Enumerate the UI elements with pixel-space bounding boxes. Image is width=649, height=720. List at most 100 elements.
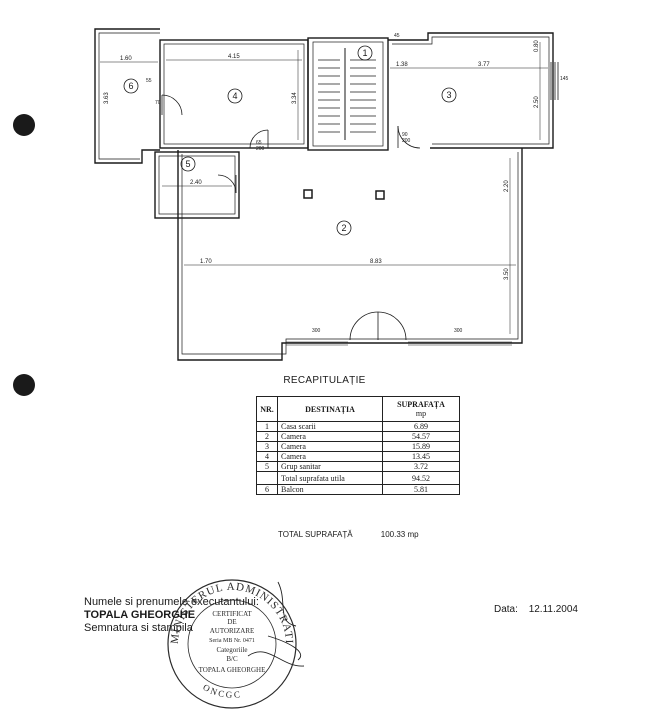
- executant-name: TOPALA GHEORGHE: [84, 609, 196, 621]
- dim-room2-width: 8.83: [370, 259, 382, 265]
- column-left: [303, 189, 313, 199]
- table-row: 3 Camera 15.89: [256, 441, 460, 452]
- dim-door-45: 45: [394, 33, 400, 39]
- dim-room4-height: 3.34: [292, 92, 298, 104]
- room-3-outline: [388, 32, 554, 149]
- header-suprafata: SUPRAFAȚA mp: [382, 396, 460, 422]
- room-2-outline: [177, 148, 523, 361]
- room-number-4: 4: [232, 91, 237, 101]
- stamp-line-7: TOPALA GHEORGHE: [199, 666, 266, 674]
- date-value: 12.11.2004: [528, 604, 578, 615]
- signature-label: Semnatura si stampila: [84, 622, 193, 634]
- cell-suprafata: 3.72: [382, 461, 460, 472]
- dim-room3-left: 1.38: [396, 62, 408, 68]
- cell-suprafata: 15.89: [382, 441, 460, 452]
- dim-door-65: 65: [256, 140, 262, 146]
- stamp-line-5: Categoriile: [216, 646, 247, 654]
- signature-scribble: [247, 581, 305, 667]
- table-row: 4 Camera 13.45: [256, 451, 460, 462]
- balcony-outline: [94, 28, 160, 164]
- room-number-2: 2: [341, 223, 346, 233]
- cell-suprafata: 54.57: [382, 431, 460, 442]
- cell-destinatia: Casa scarii: [277, 421, 383, 432]
- dim-room5-width: 2.40: [190, 180, 202, 186]
- stamp-line-2: DE: [227, 618, 236, 626]
- dim-room2-height: 3.50: [504, 268, 510, 280]
- room-5-outline: [154, 151, 240, 219]
- dimension-lines: [100, 42, 548, 334]
- header-destinatia: DESTINAȚIA: [277, 396, 383, 422]
- recap-title: RECAPITULAȚIE: [283, 375, 366, 386]
- cell-suprafata: 5.81: [382, 484, 460, 495]
- stamp-line-1: CERTIFICAT: [212, 610, 252, 618]
- dim-window-145: 145: [560, 76, 569, 82]
- executant-block: Numele si prenumele executantului: TOPAL…: [84, 596, 259, 635]
- svg-text:ONCGC: ONCGC: [201, 682, 242, 700]
- punch-hole-top: [13, 114, 35, 136]
- punch-hole-bottom: [13, 374, 35, 396]
- dim-window-300a: 300: [312, 328, 321, 334]
- dim-door-90: 90: [402, 132, 408, 138]
- balcony-row: 6 Balcon 5.81: [256, 484, 460, 495]
- dim-door-200b: 200: [402, 138, 411, 144]
- useful-total-label: Total suprafata utila: [277, 471, 383, 485]
- table-row: 5 Grup sanitar 3.72: [256, 461, 460, 472]
- header-suprafata-label: SUPRAFAȚA: [397, 400, 445, 409]
- recap-table: NR. DESTINAȚIA SUPRAFAȚA mp 1 Casa scari…: [256, 396, 460, 495]
- stair-outline: [307, 37, 389, 151]
- stamp-line-3: AUTORIZARE: [210, 627, 255, 635]
- column-right: [375, 190, 385, 200]
- dim-balcony-width: 1.60: [120, 56, 132, 62]
- room-labels: 1 2 3 4 5 6: [123, 45, 457, 236]
- cell-nr: 1: [256, 421, 278, 432]
- dim-room3-width: 3.77: [478, 62, 490, 68]
- cell-nr: 3: [256, 441, 278, 452]
- cell-nr: 5: [256, 461, 278, 472]
- executant-label: Numele si prenumele executantului:: [84, 596, 259, 608]
- dim-room4-width: 4.15: [228, 54, 240, 60]
- table-row: 2 Camera 54.57: [256, 431, 460, 442]
- room-number-3: 3: [446, 90, 451, 100]
- official-stamp: MINISTERUL ADMINISTRATIEI PUBLICE ONCGC …: [158, 572, 305, 709]
- dim-door-200: 200: [256, 146, 265, 152]
- dim-room2-left: 1.70: [200, 259, 212, 265]
- cell-destinatia: Camera: [277, 441, 383, 452]
- room-number-6: 6: [128, 81, 133, 91]
- stamp-line-4: Seria MB Nr. 0471: [209, 638, 255, 644]
- dim-door-70: 70: [155, 100, 161, 106]
- total-area: TOTAL SUPRAFAȚĂ 100.33 mp: [278, 530, 419, 539]
- cell-destinatia: Camera: [277, 451, 383, 462]
- dim-balcony-height: 3.63: [104, 92, 110, 104]
- date-block: Data: 12.11.2004: [494, 604, 578, 615]
- useful-total-row: Total suprafata utila 94.52: [256, 471, 460, 485]
- stamp-bottom-text: ONCGC: [201, 682, 240, 700]
- table-row: 1 Casa scarii 6.89: [256, 421, 460, 432]
- dim-room2-top: 2.20: [504, 180, 510, 192]
- cell-destinatia: Grup sanitar: [277, 461, 383, 472]
- dim-room3-top: 0.80: [534, 40, 540, 52]
- room-number-5: 5: [185, 159, 190, 169]
- door-swings: [161, 94, 421, 341]
- dimension-texts: 1.60 3.63 4.15 3.34 1.38 3.77 0.80 2.50 …: [104, 33, 569, 334]
- total-area-value: 100.33 mp: [380, 530, 419, 539]
- dim-room3-height: 2.50: [534, 96, 540, 108]
- cell-nr: 2: [256, 431, 278, 442]
- cell-nr: 6: [256, 484, 278, 495]
- header-unit: mp: [415, 409, 427, 418]
- stair-treads: [318, 48, 376, 140]
- room-number-1: 1: [362, 48, 367, 58]
- floor-plan: 1 2 3 4 5 6 1.60 3.63 4.15 3.34 1.38 3.7…: [94, 28, 569, 361]
- cell-suprafata: 13.45: [382, 451, 460, 462]
- cell-suprafata: 6.89: [382, 421, 460, 432]
- dim-door-55: 55: [146, 78, 152, 84]
- balcony-inner: [98, 32, 160, 160]
- header-nr: NR.: [256, 396, 278, 422]
- useful-total-value: 94.52: [382, 471, 460, 485]
- cell-nr: 4: [256, 451, 278, 462]
- cell-destinatia: Camera: [277, 431, 383, 442]
- stamp-line-6: B/C: [226, 655, 238, 663]
- dim-window-300b: 300: [454, 328, 463, 334]
- cell-destinatia: Balcon: [277, 484, 383, 495]
- date-label: Data:: [494, 604, 518, 615]
- total-area-label: TOTAL SUPRAFAȚĂ: [278, 530, 353, 539]
